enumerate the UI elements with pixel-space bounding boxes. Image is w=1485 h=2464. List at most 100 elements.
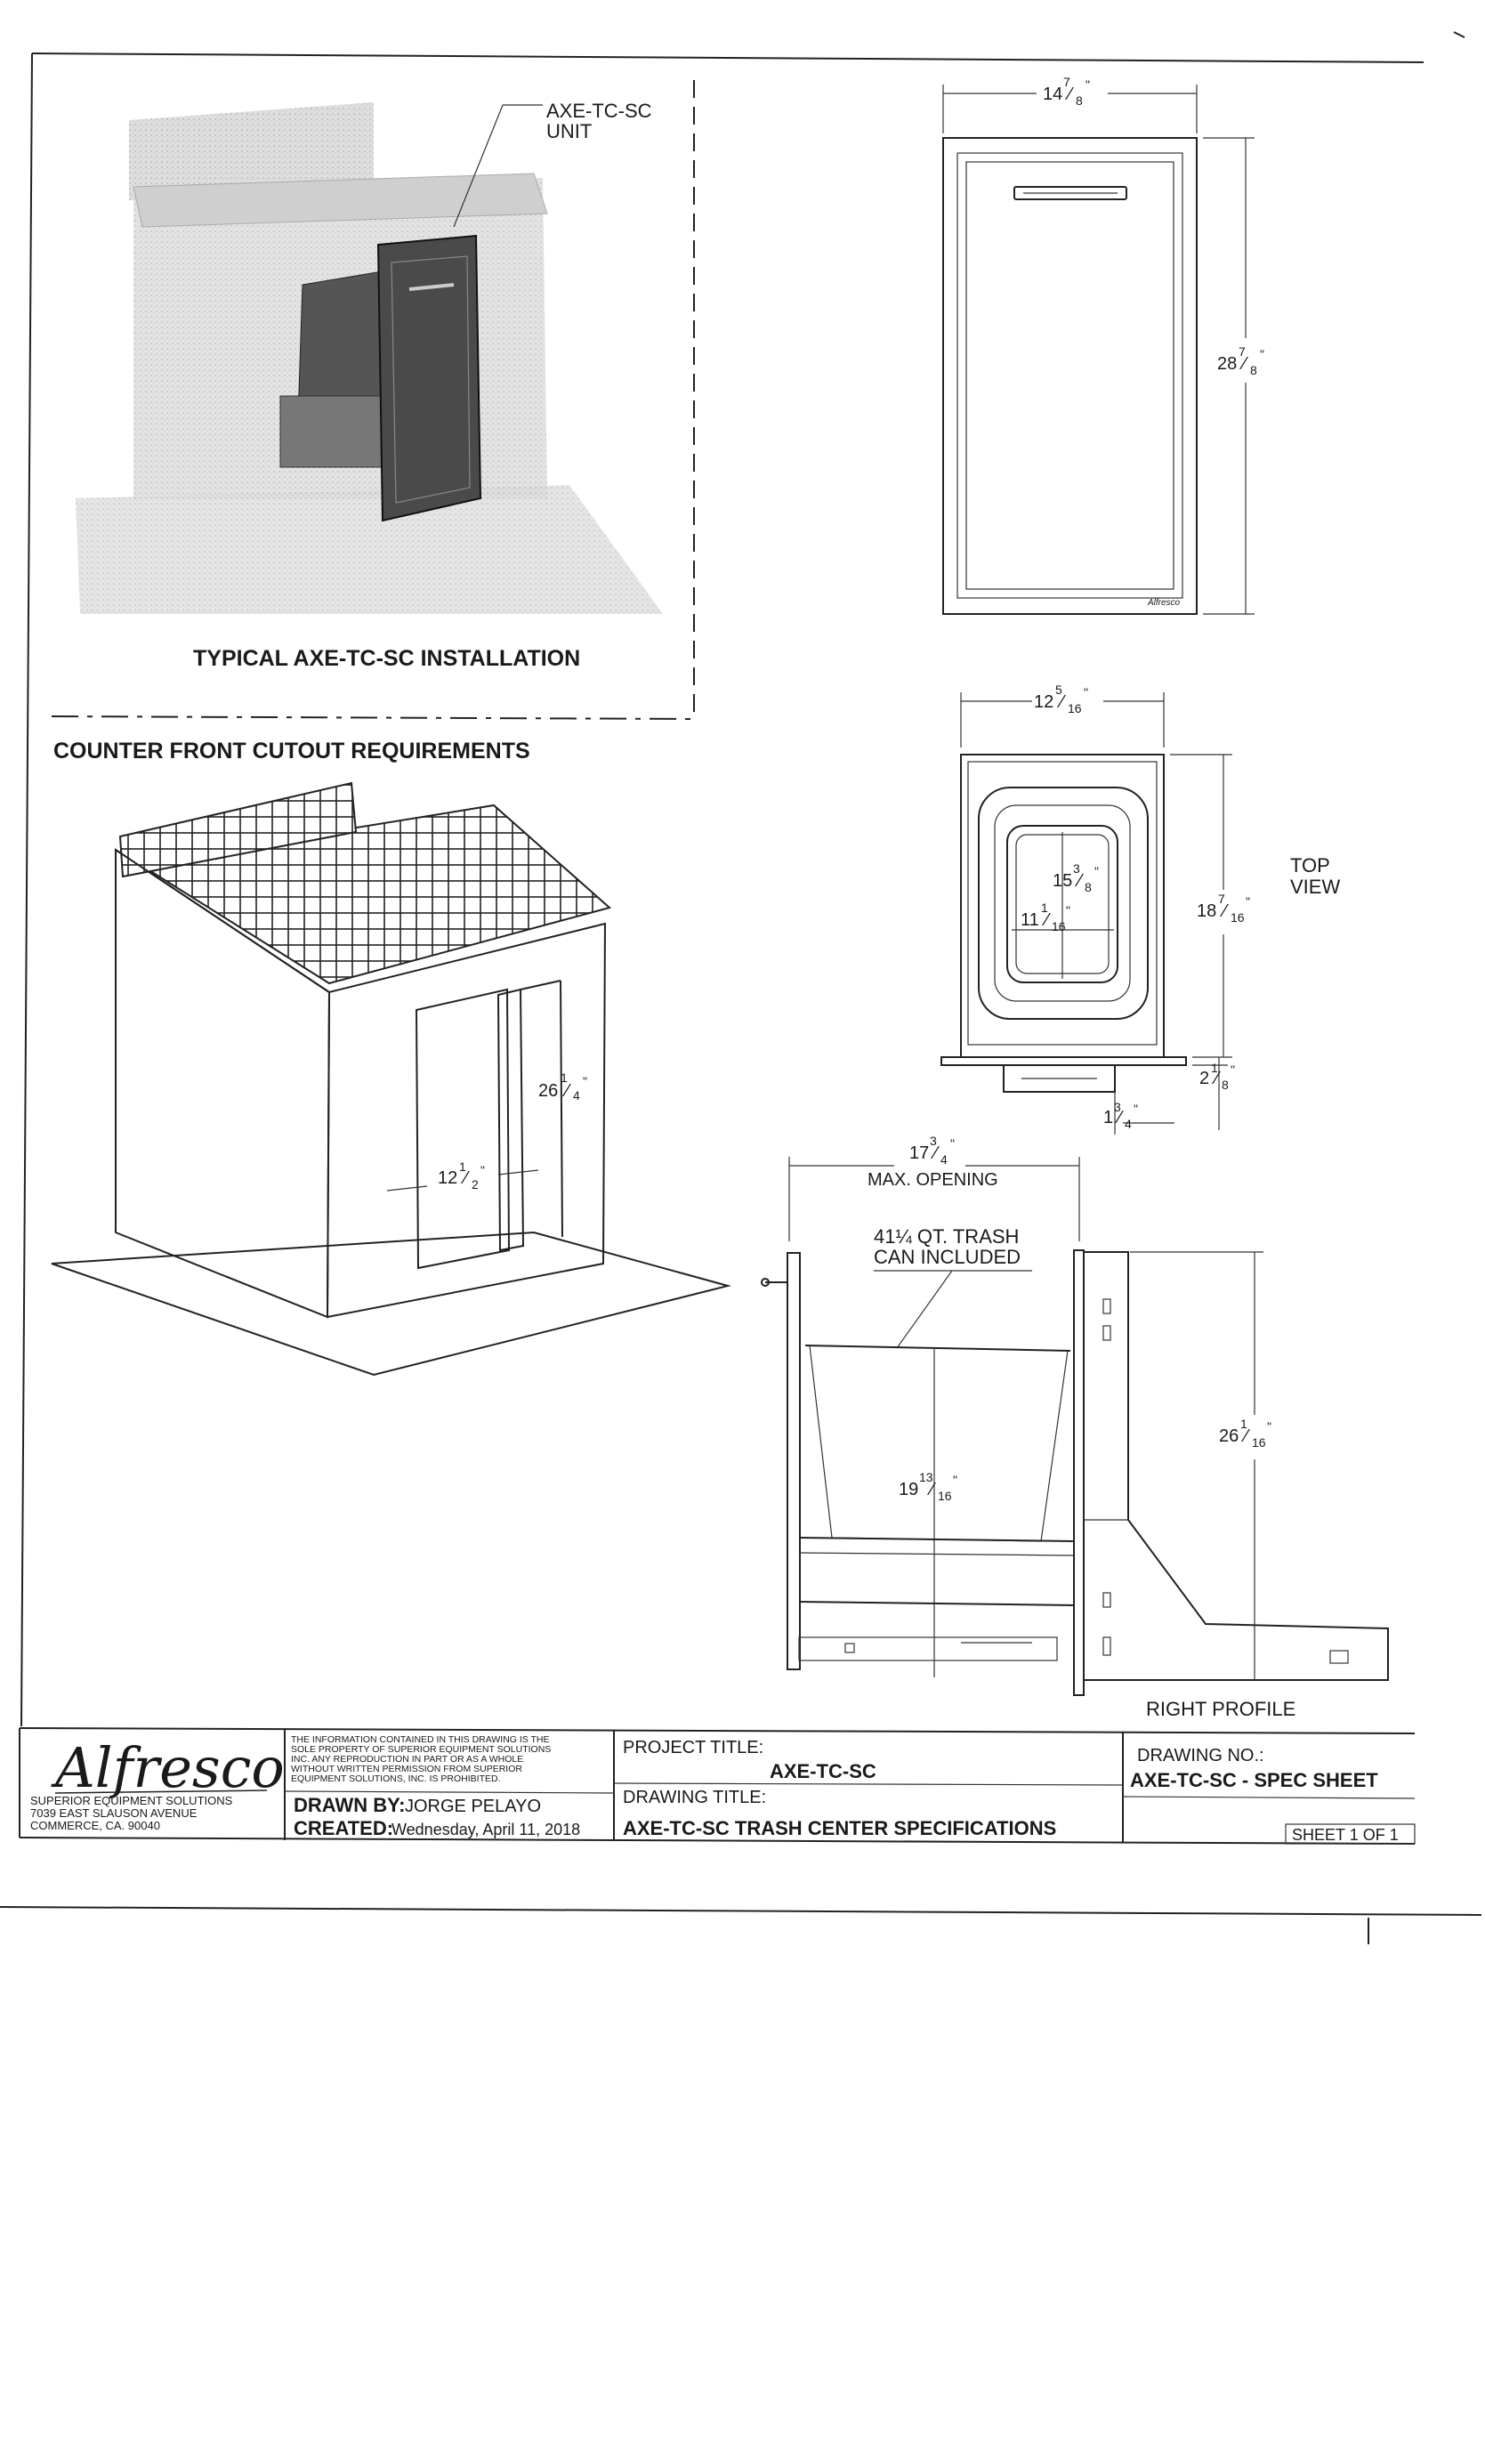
- svg-text:19: 19: [899, 1480, 918, 1499]
- svg-text:": ": [950, 1136, 955, 1151]
- svg-text:3: 3: [1114, 1100, 1121, 1114]
- svg-text:7: 7: [1239, 344, 1246, 359]
- svg-text:5: 5: [1055, 683, 1062, 697]
- svg-text:1: 1: [1240, 1417, 1247, 1431]
- bin-width-dim: 11 1 ⁄ 16 ": [1021, 901, 1070, 933]
- top-view: [940, 754, 1187, 1093]
- drawing-title: AXE-TC-SC TRASH CENTER SPECIFICATIONS: [623, 1817, 1056, 1839]
- svg-text:12: 12: [438, 1168, 457, 1188]
- front-width-dim: 14 7 ⁄ 8 ": [942, 75, 1198, 133]
- top-view-label-line2: VIEW: [1290, 876, 1340, 898]
- svg-text:8: 8: [1076, 93, 1083, 108]
- svg-text:": ": [1066, 903, 1070, 917]
- svg-text:⁄: ⁄: [1211, 1069, 1221, 1088]
- sheet-border: [0, 31, 1482, 1944]
- svg-text:": ": [953, 1473, 957, 1487]
- svg-text:13: 13: [919, 1470, 933, 1484]
- svg-text:": ": [1231, 1062, 1235, 1077]
- installation-render: AXE-TC-SC UNIT TYPICAL AXE-TC-SC INSTALL…: [76, 100, 663, 671]
- cutout-title: COUNTER FRONT CUTOUT REQUIREMENTS: [53, 739, 530, 763]
- top-depth-dim: 18 7 ⁄ 16 ": [1170, 754, 1250, 1058]
- svg-text:4: 4: [1125, 1117, 1132, 1131]
- svg-text:⁄: ⁄: [1041, 910, 1051, 930]
- svg-text:": ": [1134, 1102, 1138, 1116]
- disclaimer-line5: EQUIPMENT SOLUTIONS, INC. IS PROHIBITED.: [291, 1773, 501, 1784]
- drawing-no: AXE-TC-SC - SPEC SHEET: [1130, 1769, 1378, 1791]
- svg-text:1: 1: [1041, 901, 1048, 915]
- address-line1: 7039 EAST SLAUSON AVENUE: [30, 1806, 198, 1820]
- svg-text:12: 12: [1034, 692, 1053, 712]
- company-name: SUPERIOR EQUIPMENT SOLUTIONS: [30, 1794, 233, 1807]
- project-title: AXE-TC-SC: [770, 1760, 876, 1782]
- front-view: Alfresco: [942, 137, 1198, 615]
- svg-text:2: 2: [472, 1177, 479, 1192]
- svg-text:⁄: ⁄: [1240, 1426, 1250, 1446]
- svg-text:8: 8: [1250, 363, 1257, 377]
- svg-text:⁄: ⁄: [460, 1168, 470, 1188]
- drawn-by-label: DRAWN BY:: [294, 1794, 405, 1816]
- svg-text:⁄: ⁄: [1064, 85, 1074, 104]
- svg-text:1: 1: [459, 1159, 466, 1174]
- svg-text:8: 8: [1222, 1078, 1229, 1092]
- project-title-label: PROJECT TITLE:: [623, 1738, 763, 1757]
- svg-text:⁄: ⁄: [561, 1081, 571, 1101]
- svg-text:": ": [1094, 864, 1099, 878]
- svg-text:16: 16: [1068, 701, 1082, 715]
- svg-text:1: 1: [1211, 1061, 1218, 1075]
- svg-text:⁄: ⁄: [1056, 692, 1066, 712]
- svg-text:⁄: ⁄: [1074, 871, 1084, 891]
- svg-text:": ": [1267, 1419, 1271, 1434]
- created-label: CREATED:: [294, 1817, 393, 1839]
- svg-text:3: 3: [930, 1134, 937, 1148]
- disclaimer-line3: INC. ANY REPRODUCTION IN PART OR AS A WH…: [291, 1754, 523, 1765]
- svg-text:1: 1: [1103, 1108, 1113, 1127]
- disclaimer-line1: THE INFORMATION CONTAINED IN THIS DRAWIN…: [291, 1734, 550, 1745]
- address-line2: COMMERCE, CA. 90040: [30, 1819, 160, 1832]
- bin-length-dim: 15 3 ⁄ 8 ": [1053, 861, 1099, 894]
- svg-text:15: 15: [1053, 871, 1072, 891]
- front-logo-mark: Alfresco: [1147, 598, 1181, 608]
- svg-text:4: 4: [940, 1152, 948, 1167]
- svg-text:": ": [1086, 77, 1090, 92]
- svg-text:16: 16: [1252, 1435, 1266, 1450]
- cutout-height-dim: 26 1 ⁄ 4 ": [538, 1070, 587, 1103]
- svg-text:14: 14: [1043, 85, 1062, 104]
- front-height-dim: 28 7 ⁄ 8 ": [1203, 137, 1264, 615]
- svg-text:17: 17: [909, 1143, 929, 1163]
- view-divider-horizontal: [51, 715, 695, 720]
- flange-dim: 2 1 ⁄ 8 ": [1192, 1057, 1235, 1130]
- svg-text:2: 2: [1199, 1069, 1209, 1088]
- title-block: [19, 1727, 1416, 1845]
- svg-text:⁄: ⁄: [1114, 1108, 1124, 1127]
- can-height-dim: 19 13 ⁄ 16 ": [899, 1470, 957, 1503]
- sheet-number: SHEET 1 OF 1: [1292, 1826, 1399, 1844]
- svg-text:4: 4: [573, 1088, 580, 1103]
- svg-text:16: 16: [938, 1489, 952, 1503]
- right-profile-drawing: [761, 1249, 1389, 1696]
- brand-logo: Alfresco: [51, 1735, 285, 1800]
- max-opening-dim: 17 3 ⁄ 4 " MAX. OPENING: [788, 1134, 1080, 1241]
- disclaimer-line4: WITHOUT WRITTEN PERMISSION FROM SUPERIOR: [291, 1764, 522, 1774]
- unit-label-line2: UNIT: [546, 120, 592, 142]
- disclaimer-line2: SOLE PROPERTY OF SUPERIOR EQUIPMENT SOLU…: [291, 1744, 551, 1755]
- created-date: Wednesday, April 11, 2018: [391, 1821, 580, 1838]
- svg-text:": ": [1246, 894, 1250, 909]
- svg-text:11: 11: [1021, 910, 1039, 930]
- handle-dim: 1 3 ⁄ 4 ": [1103, 1092, 1174, 1135]
- profile-height-dim: 26 1 ⁄ 16 ": [1130, 1251, 1271, 1680]
- drawing-title-label: DRAWING TITLE:: [623, 1788, 766, 1807]
- svg-text:⁄: ⁄: [926, 1480, 936, 1499]
- svg-text:8: 8: [1085, 880, 1092, 894]
- svg-text:7: 7: [1218, 892, 1225, 906]
- svg-text:26: 26: [1219, 1426, 1239, 1446]
- counter-drawing: [51, 781, 731, 1377]
- svg-text:": ": [1260, 347, 1264, 361]
- svg-text:3: 3: [1073, 861, 1080, 876]
- svg-text:16: 16: [1231, 910, 1245, 925]
- svg-text:": ": [583, 1074, 587, 1088]
- svg-text:⁄: ⁄: [930, 1143, 940, 1163]
- svg-text:⁄: ⁄: [1219, 901, 1229, 921]
- trash-note-line1: 41¼ QT. TRASH: [874, 1225, 1019, 1248]
- cutout-width-dim: 12 1 ⁄ 2 ": [386, 1159, 539, 1192]
